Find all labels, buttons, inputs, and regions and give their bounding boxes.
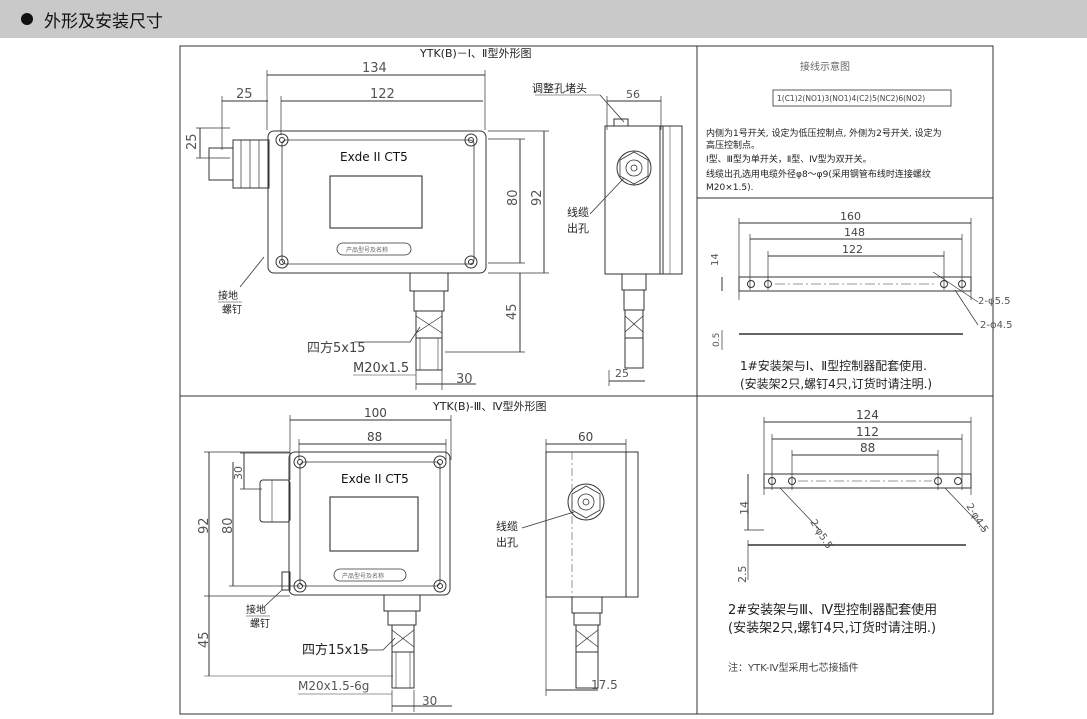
bracket-1-drawing: 160 148 122 14 2-φ5.5 2-φ4.5 0.5 1#安装架与Ⅰ…: [710, 210, 1012, 391]
nameplate-bottom: [333, 568, 407, 582]
square-label-top: 四方5x15: [307, 340, 366, 356]
dim-80: 80: [506, 189, 521, 206]
dim-122: 122: [370, 87, 395, 102]
bracket-2-note: 注：YTK-Ⅳ型采用七芯接插件: [728, 661, 859, 674]
dim-148: 148: [844, 226, 865, 239]
type-1-2-side-view: 调整孔堵头 56 25 线缆 出孔: [532, 81, 683, 386]
dim-0-5: 0.5: [712, 333, 722, 347]
wiring-note-1: 内侧为1号开关, 设定为低压控制点, 外侧为2号开关, 设定为: [706, 127, 942, 139]
dim-60: 60: [578, 430, 593, 444]
cable-outlet-label-bottom-1: 线缆: [496, 519, 518, 533]
drawing-frame: [179, 45, 994, 715]
wiring-note-3: Ⅰ型、Ⅲ型为单开关，Ⅱ型、Ⅳ型为双开关。: [706, 153, 872, 165]
bracket-1-caption-2: (安装架2只,螺钉4只,订货时请注明.): [740, 376, 932, 391]
dim-25-vertical: 25: [185, 133, 200, 150]
type-1-2-title: YTK(B)－Ⅰ、Ⅱ型外形图: [419, 46, 531, 60]
bracket-1-caption-1: 1#安装架与Ⅰ、Ⅱ型控制器配套使用.: [740, 358, 927, 373]
dim-88-bracket: 88: [860, 441, 875, 455]
wiring-note-5: M20×1.5).: [706, 183, 753, 193]
cable-outlet-label-top-1: 线缆: [567, 205, 589, 219]
type-3-4-title: YTK(B)-Ⅲ、Ⅳ型外形图: [432, 399, 547, 413]
dim-134: 134: [362, 61, 387, 76]
wiring-note-4: 线缆出孔选用电缆外径φ8～φ9(采用钢管布线时连接螺纹: [706, 168, 931, 180]
dim-2-5: 2.5: [736, 566, 749, 584]
thread-label-top: M20x1.5: [353, 361, 409, 376]
hole-4-5-top: 2-φ4.5: [980, 320, 1012, 331]
dim-112: 112: [856, 425, 879, 439]
section-title: 外形及安装尺寸: [44, 12, 163, 32]
dim-160: 160: [840, 210, 861, 223]
exde-label-bottom: Exde II CT5: [341, 472, 409, 486]
cable-outlet-label-top-2: 出孔: [567, 221, 589, 235]
hole-4-5-bottom: 2-φ4.5: [963, 502, 990, 535]
square-label-bottom: 四方15x15: [302, 642, 369, 658]
bracket-2-caption-1: 2#安装架与Ⅲ、Ⅳ型控制器配套使用: [728, 602, 937, 618]
type-3-4-drawing: YTK(B)-Ⅲ、Ⅳ型外形图 100 88 Exde II CT5 产品型号及名…: [197, 399, 547, 712]
display-window-top: [329, 175, 423, 229]
dim-30-bottom: 30: [422, 694, 437, 708]
wiring-title: 接线示意图: [800, 60, 850, 73]
dim-88: 88: [367, 430, 382, 444]
type-1-2-drawing: YTK(B)－Ⅰ、Ⅱ型外形图 134 122 25 25 Exde II CT5: [185, 46, 549, 390]
ground-screw-label-top-1: 接地: [218, 289, 238, 302]
dim-45: 45: [505, 303, 520, 320]
adjust-plug-label: 调整孔堵头: [532, 81, 587, 95]
wiring-diagram: 接线示意图 1(C1)2(NO1)3(NO1)4(C2)5(NC2)6(NO2)…: [706, 60, 952, 193]
section-header: 外形及安装尺寸: [0, 0, 1087, 38]
exde-label-top: Exde II CT5: [340, 150, 408, 164]
dim-17-5: 17.5: [591, 678, 618, 692]
display-window-bottom: [329, 496, 419, 552]
dim-25-horizontal: 25: [236, 87, 253, 102]
dim-56: 56: [626, 88, 640, 101]
bullet-icon: [21, 13, 33, 25]
hole-5-5-top: 2-φ5.5: [978, 296, 1010, 307]
hole-5-5-bottom: 2-φ5.5: [807, 518, 834, 551]
svg-text:产品型号及名称: 产品型号及名称: [342, 572, 384, 580]
dim-30: 30: [456, 372, 473, 387]
dim-92-bottom: 92: [197, 517, 212, 534]
thread-label-bottom: M20x1.5-6g: [298, 679, 369, 693]
nameplate-top: [336, 242, 412, 256]
ground-screw-label-bottom-2: 螺钉: [250, 618, 270, 630]
svg-text:产品型号及名称: 产品型号及名称: [346, 246, 388, 254]
dim-30-bottom-left: 30: [232, 466, 245, 480]
dim-124: 124: [856, 408, 879, 422]
bracket-2-caption-2: (安装架2只,螺钉4只,订货时请注明.): [728, 620, 936, 636]
cable-outlet-label-bottom-2: 出孔: [496, 535, 518, 549]
ground-screw-label-top-2: 螺钉: [222, 304, 242, 316]
dim-100: 100: [364, 406, 387, 420]
dim-45-bottom: 45: [197, 631, 212, 648]
dim-122-bracket: 122: [842, 243, 863, 256]
wiring-note-2: 高压控制点。: [706, 139, 760, 151]
dim-25-side: 25: [615, 367, 629, 380]
dim-14: 14: [710, 253, 721, 266]
dim-80-bottom: 80: [221, 517, 236, 534]
bracket-2-drawing: 124 112 88 14 2-φ5.5 2-φ4.5 2.5 2#安装架与Ⅲ、…: [728, 408, 990, 674]
terminal-list: 1(C1)2(NO1)3(NO1)4(C2)5(NC2)6(NO2): [777, 94, 925, 103]
ground-screw-label-bottom-1: 接地: [246, 603, 266, 616]
type-3-4-side-view: 60 17.5 线缆 出孔: [496, 430, 639, 696]
dim-92: 92: [530, 189, 545, 206]
dim-14-bracket-2: 14: [738, 501, 751, 515]
